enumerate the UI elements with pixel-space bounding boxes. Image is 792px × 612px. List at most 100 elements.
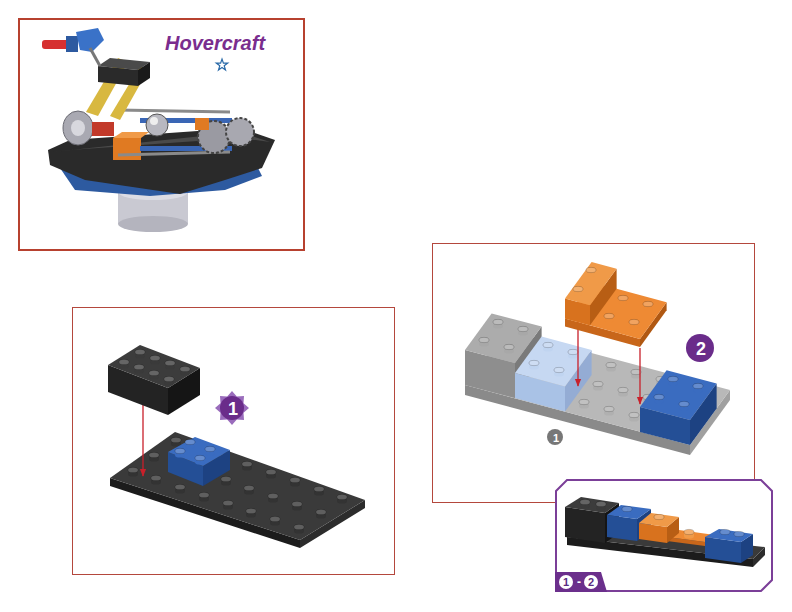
plate-studs xyxy=(175,484,185,493)
black-brick xyxy=(150,355,160,364)
step1-plate xyxy=(110,432,365,540)
plate-studs xyxy=(292,501,302,510)
hovercraft-model xyxy=(98,66,138,86)
assembled-model xyxy=(705,529,753,542)
step-range-number: 1 xyxy=(563,576,569,588)
hovercraft-model xyxy=(71,120,85,136)
light-blue-brick xyxy=(543,342,553,351)
plate-studs xyxy=(151,475,161,484)
assembled-model xyxy=(639,513,679,527)
grey-brick xyxy=(479,337,489,346)
plate-studs xyxy=(221,476,231,485)
step-badge xyxy=(215,391,249,425)
light-blue-brick xyxy=(515,336,592,411)
assembled-model xyxy=(734,531,744,540)
assembled-model xyxy=(607,505,651,519)
step-badge xyxy=(686,334,714,362)
black-brick xyxy=(108,345,200,415)
summary-outline xyxy=(555,479,773,592)
placement-arrow xyxy=(142,398,143,476)
badge-circle xyxy=(559,575,573,589)
orange-piece xyxy=(565,262,667,347)
grey-brick xyxy=(504,344,514,353)
orange-piece xyxy=(604,313,614,322)
assembled-model xyxy=(720,529,730,538)
plate-studs xyxy=(270,516,280,525)
plate-studs xyxy=(294,524,304,533)
step-range-number: 2 xyxy=(588,576,594,588)
plate-studs xyxy=(128,467,138,476)
hovercraft-model xyxy=(146,114,168,136)
step2-plate xyxy=(465,330,730,445)
black-brick xyxy=(149,370,159,379)
plate-studs xyxy=(316,509,326,518)
blue-brick xyxy=(175,448,185,457)
hovercraft-model xyxy=(90,48,100,66)
plate-studs xyxy=(171,437,181,446)
assembled-model xyxy=(580,499,606,510)
black-brick xyxy=(119,349,190,385)
light-blue-brick xyxy=(554,367,564,376)
assembled-model xyxy=(622,506,632,515)
blue-brick xyxy=(168,437,230,486)
step2-plate xyxy=(618,387,628,396)
hovercraft-model xyxy=(195,118,209,130)
step-badge xyxy=(547,429,563,445)
hovercraft-model xyxy=(63,111,93,145)
grey-brick xyxy=(518,326,528,335)
assembled-model xyxy=(565,497,765,567)
hovercraft-model xyxy=(118,110,230,112)
step2-plate xyxy=(465,330,730,455)
blue-brick xyxy=(668,376,678,385)
hovercraft-model xyxy=(92,122,114,136)
step2-plate xyxy=(593,381,603,390)
plate-studs xyxy=(268,493,278,502)
hovercraft-model xyxy=(118,216,188,232)
blue-brick xyxy=(205,446,215,455)
black-brick xyxy=(135,349,145,358)
placement-arrow xyxy=(577,322,578,386)
step-number: 2 xyxy=(696,339,706,360)
black-brick xyxy=(108,365,168,415)
page-title: Hovercraft xyxy=(165,32,265,55)
plate-studs xyxy=(128,437,347,533)
plate-studs xyxy=(246,508,256,517)
step2-plate xyxy=(629,412,639,421)
black-brick xyxy=(108,345,200,388)
title-frame xyxy=(19,19,304,250)
orange-piece xyxy=(586,267,596,276)
step-range-dash: - xyxy=(577,575,581,589)
grey-brick xyxy=(493,319,503,328)
assembled-model xyxy=(580,499,590,508)
black-brick xyxy=(134,364,144,373)
orange-piece xyxy=(604,295,653,328)
hovercraft-model xyxy=(42,28,275,232)
step2-plate xyxy=(606,362,616,371)
plate-studs xyxy=(314,486,324,495)
plate-studs xyxy=(242,461,252,470)
step-number: 1 xyxy=(228,399,238,420)
step-frame: 21 xyxy=(432,243,755,503)
step-range-badge xyxy=(555,572,607,592)
blue-brick xyxy=(640,370,717,420)
assembled-model xyxy=(622,506,744,540)
step-badge xyxy=(547,334,714,445)
hovercraft-model xyxy=(226,118,254,146)
assembled-model xyxy=(654,514,694,538)
blue-brick xyxy=(185,439,195,448)
sub-step-number: 1 xyxy=(553,432,559,444)
assembled-model xyxy=(565,497,619,513)
hovercraft-model xyxy=(113,132,149,138)
plate-studs xyxy=(290,477,300,486)
plate-studs xyxy=(266,469,276,478)
orange-piece xyxy=(565,262,617,305)
orange-piece xyxy=(618,295,628,304)
light-blue-brick xyxy=(515,336,592,386)
black-brick xyxy=(165,360,175,369)
hovercraft-model xyxy=(113,138,141,160)
step2-plate xyxy=(579,399,589,408)
black-brick xyxy=(180,366,190,375)
step-badge xyxy=(220,396,244,420)
step2-plate xyxy=(604,406,614,415)
